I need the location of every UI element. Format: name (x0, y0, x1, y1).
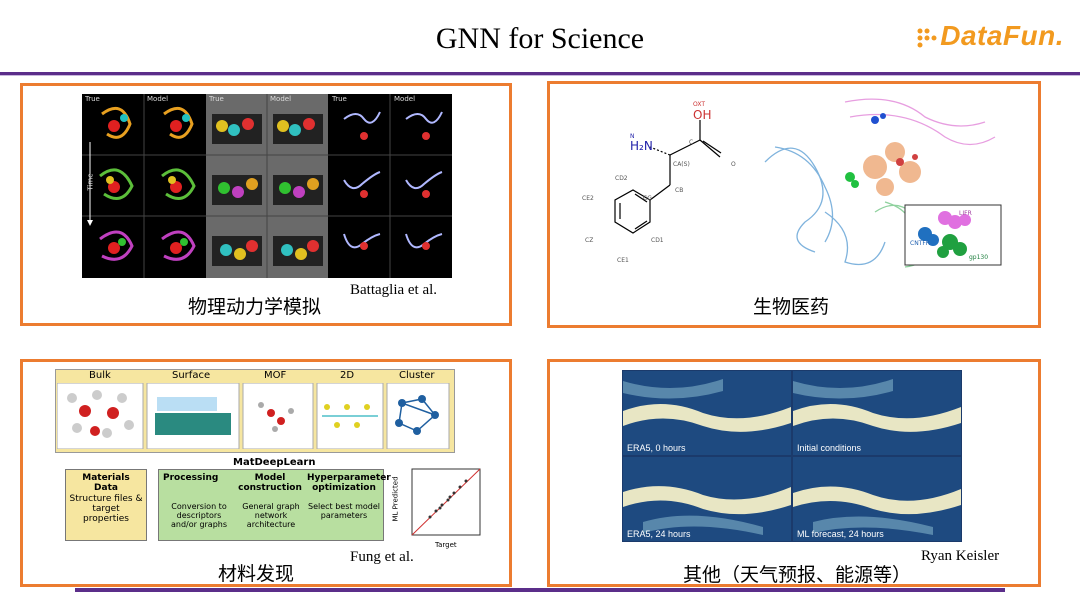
col-header-model-2: Model (270, 95, 292, 103)
atom-label-ce2: CE2 (582, 195, 594, 202)
atom-label-oh: OH (693, 108, 712, 122)
structure-thumbnails-svg (57, 383, 450, 449)
time-axis-label: Time (86, 173, 95, 191)
col-header-model-1: Model (147, 95, 169, 103)
atom-label-ce1: CE1 (617, 257, 629, 264)
step-model-text: General graph network architecture (242, 502, 300, 529)
structure-label-2d: 2D (340, 370, 355, 381)
header-divider-light (0, 75, 1080, 76)
citation-battaglia: Battaglia et al. (350, 282, 438, 298)
datafun-logo: DataFun. (916, 20, 1064, 52)
caption-physics: 物理动力学模拟 (188, 296, 322, 318)
structure-label-surface: Surface (172, 370, 211, 381)
footer-divider (75, 588, 1005, 592)
materials-data-title: Materials Data (82, 473, 130, 493)
materials-data-box (65, 469, 147, 541)
col-header-true-2: True (209, 95, 224, 103)
step-model-title: Model construction (238, 473, 302, 493)
citation-keisler: Ryan Keisler (921, 548, 1000, 564)
frame-label-era5-0h: ERA5, 0 hours (627, 443, 686, 453)
parity-plot-xlabel: Target (435, 541, 457, 549)
inset-label-lifr: LIFR (959, 210, 972, 217)
structure-label-cluster: Cluster (399, 370, 435, 381)
weather-frame-ml-forecast: ML forecast, 24 hours (793, 457, 961, 541)
matdeeplearn-figure: Bulk Surface MOF 2D Cluster MatDeepLearn… (55, 369, 485, 551)
inset-label-cntfr: CNTFR (910, 240, 930, 247)
materials-data-text: Structure files & target properties (69, 494, 143, 524)
atom-label-ca: CA(S) (673, 161, 690, 168)
caption-biomed: 生物医药 (753, 296, 830, 318)
physics-simulation-figure: True Model True Model True Model Time (82, 94, 452, 278)
atom-label-cb: CB (675, 187, 684, 194)
frame-label-ml-forecast: ML forecast, 24 hours (797, 529, 884, 539)
inset-label-gp130: gp130 (969, 254, 989, 261)
logo-text: DataFun. (940, 20, 1064, 51)
structure-label-bulk: Bulk (89, 370, 111, 381)
header-divider (0, 72, 1080, 75)
atom-label-n: N (630, 133, 635, 140)
step-processing-title: Processing (163, 473, 219, 483)
atom-label-h2n: H₂N (630, 139, 653, 153)
atom-label-c: C (689, 139, 694, 146)
pipeline-steps-box (158, 469, 384, 541)
frame-label-initial: Initial conditions (797, 443, 862, 453)
parity-plot-svg (411, 468, 481, 536)
col-header-true-1: True (85, 95, 100, 103)
physics-figure-svg (82, 94, 452, 278)
pipeline-title: MatDeepLearn (233, 457, 316, 468)
weather-frame-initial: Initial conditions (793, 371, 961, 455)
protein-ribbon-svg (764, 98, 1002, 268)
col-header-model-3: Model (394, 95, 416, 103)
atom-label-cd2: CD2 (615, 175, 628, 182)
protein-structure-figure: LIFR CNTFR gp130 (755, 92, 1005, 277)
step-processing-text: Conversion to descriptors and/or graphs (170, 502, 228, 529)
logo-dots-icon (917, 28, 937, 48)
caption-materials: 材料发现 (218, 563, 295, 585)
atom-label-cz: CZ (585, 237, 594, 244)
parity-plot-ylabel: ML Predicted (391, 476, 400, 522)
slide-title: GNN for Science (435, 22, 645, 55)
atom-label-oxt: OXT (693, 101, 706, 108)
citation-fung: Fung et al. (350, 549, 414, 565)
weather-frame-era5-24h: ERA5, 24 hours (623, 457, 791, 541)
step-hyperparameter-text: Select best model parameters (308, 502, 380, 520)
step-hyperparameter-title: Hyperparameter optimization (307, 473, 391, 493)
phenylalanine-structure-svg (614, 120, 722, 234)
structure-label-mof: MOF (264, 370, 287, 381)
weather-forecast-figure: ERA5, 0 hours Initial conditions ERA5, 2… (622, 370, 962, 542)
col-header-true-3: True (332, 95, 347, 103)
atom-label-cg: CG (643, 195, 652, 202)
caption-other: 其他（天气预报、能源等） (683, 564, 912, 586)
molecule-figure: OXT OH H₂N N C O CA(S) CB CG CD2 CE2 CZ … (575, 95, 736, 275)
atom-label-cd1: CD1 (651, 237, 664, 244)
frame-label-era5-24h: ERA5, 24 hours (627, 529, 691, 539)
weather-frame-era5-0h: ERA5, 0 hours (623, 371, 791, 455)
atom-label-o: O (731, 161, 736, 168)
